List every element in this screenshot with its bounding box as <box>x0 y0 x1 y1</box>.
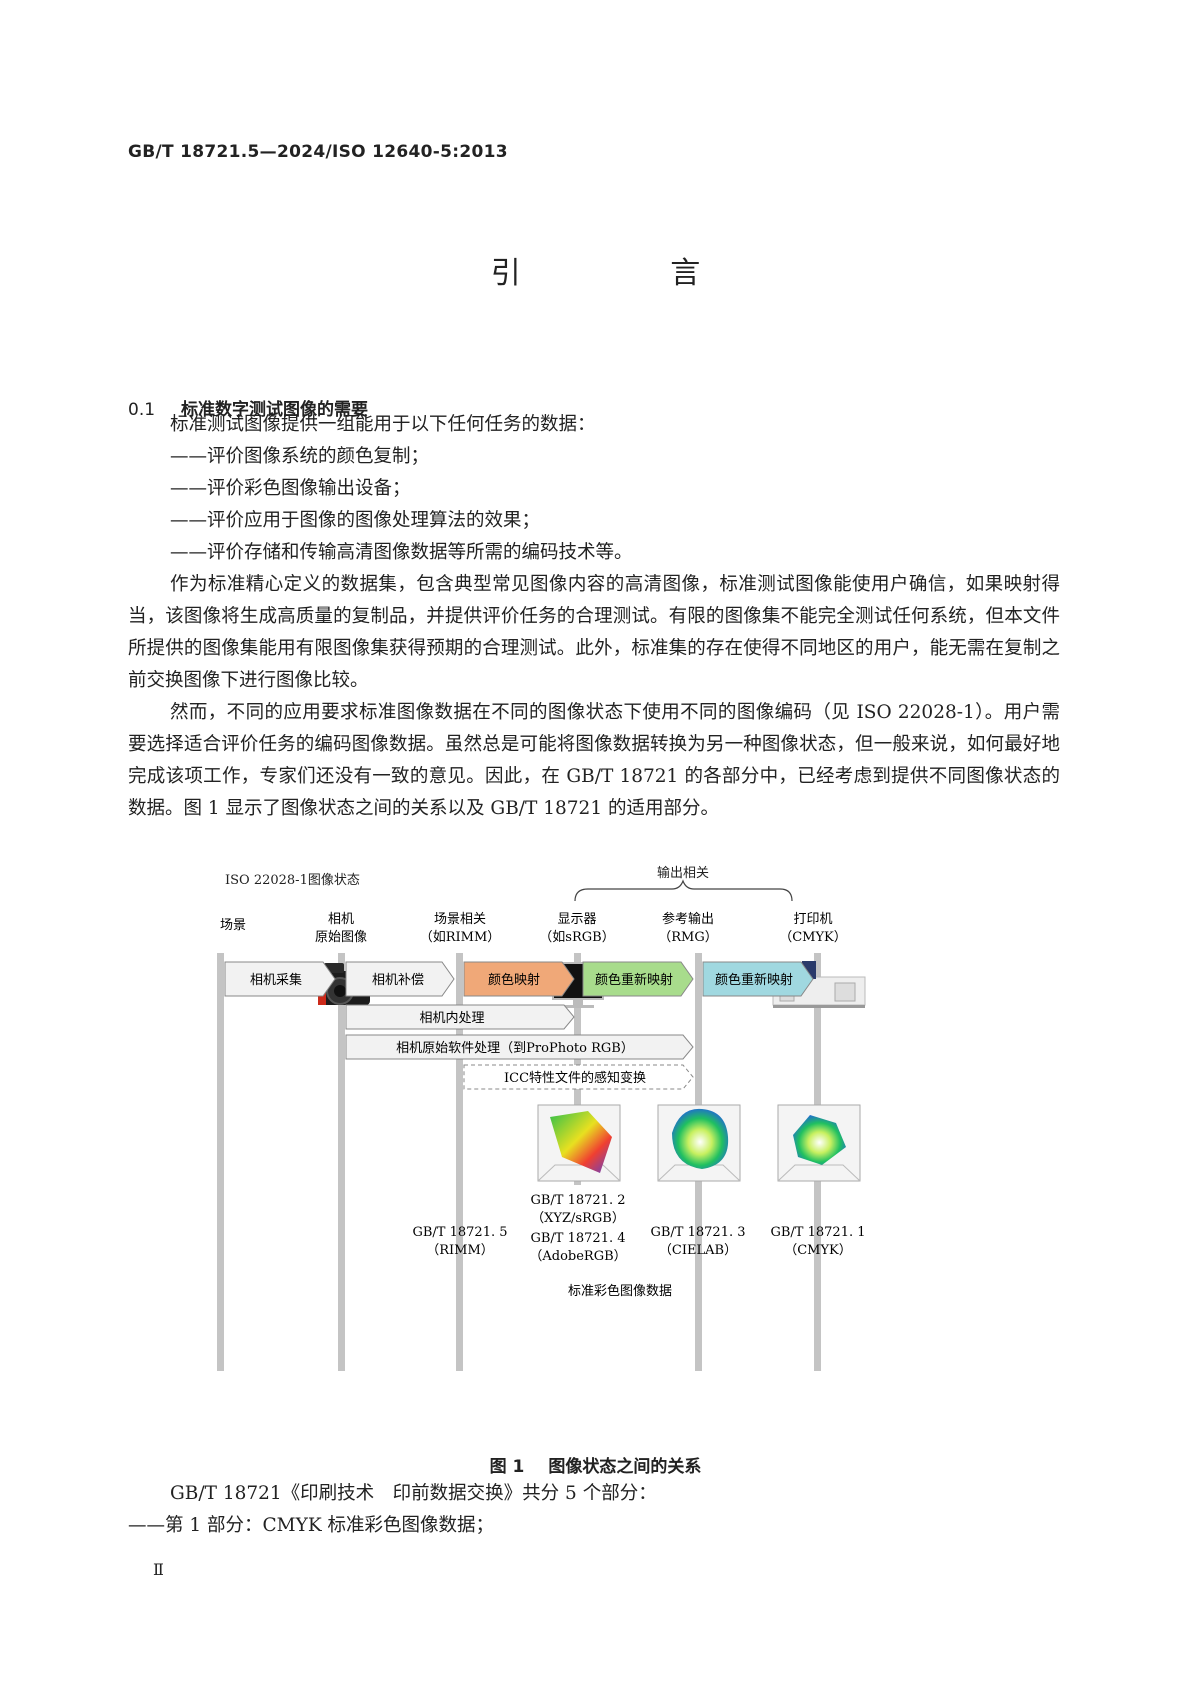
parts-intro: GB/T 18721《印刷技术 印前数据交换》共分 5 个部分： <box>170 1483 657 1504</box>
brace-label: 输出相关 <box>657 865 709 881</box>
task-item: ——评价应用于图像的图像处理算法的效果； <box>170 510 541 531</box>
part-label: （CIELAB） <box>659 1243 737 1258</box>
gamut-plot-cmyk <box>777 1104 861 1182</box>
column-header: 原始图像 <box>315 930 367 945</box>
gamut-plot-srgb <box>537 1104 621 1182</box>
part-label: GB/T 18721. 1 <box>770 1225 865 1240</box>
arrow-label: 颜色重新映射 <box>595 972 673 988</box>
section-title: 标准数字测试图像的需要 <box>181 400 369 420</box>
image-states-figure: ISO 22028-1图像状态 输出相关 场景 相机 原始图像 场景相关 （如R… <box>217 865 866 1371</box>
column-header: （如sRGB） <box>539 929 614 945</box>
part-label: GB/T 18721. 3 <box>650 1225 745 1240</box>
part-label: GB/T 18721. 5 <box>412 1225 507 1240</box>
figure-bottom-label: 标准彩色图像数据 <box>568 1283 672 1299</box>
part-labels: GB/T 18721. 5 （RIMM） GB/T 18721. 2 （XYZ/… <box>412 1193 865 1264</box>
page-title: 引 言 <box>490 256 771 291</box>
body-text-bottom: GB/T 18721《印刷技术 印前数据交换》共分 5 个部分： ——第 1 部… <box>128 1478 1060 1542</box>
column-header: 场景 <box>220 918 246 933</box>
arrow-shape <box>702 961 814 997</box>
lane-camera-raw <box>338 953 345 1371</box>
figure-caption-text: 图像状态之间的关系 <box>548 1457 702 1477</box>
part-label: （AdobeRGB） <box>529 1249 626 1264</box>
column-header: （RMG） <box>658 930 717 945</box>
body-paragraph: 然而，不同的应用要求标准图像数据在不同的图像状态下使用不同的图像编码（见 ISO… <box>128 702 1060 819</box>
bar-shape <box>345 1004 575 1030</box>
task-item: ——评价存储和传输高清图像数据等所需的编码技术等。 <box>170 542 633 563</box>
arrow-label: 相机补偿 <box>372 973 424 988</box>
gamut-frame-line <box>777 1164 861 1182</box>
part-label: （RIMM） <box>426 1243 494 1258</box>
gamut-plot-cielab <box>657 1104 741 1182</box>
in-camera-processing-bar: 相机内处理 <box>345 1004 575 1030</box>
task-item: ——评价图像系统的颜色复制； <box>170 446 430 467</box>
body-text-top: 标准测试图像提供一组能用于以下任何任务的数据： ——评价图像系统的颜色复制； —… <box>128 409 1060 825</box>
column-headers: 场景 相机 原始图像 场景相关 （如RIMM） 显示器 （如sRGB） 参考输出… <box>220 911 847 945</box>
gamut-shape <box>793 1115 846 1165</box>
icc-perceptual-transform-bar: ICC特性文件的感知变换 <box>463 1064 694 1090</box>
arrow-shape <box>582 961 694 997</box>
gamut-frame-line <box>537 1164 621 1182</box>
standard-number: GB/T 18721.5—2024/ISO 12640-5:2013 <box>128 142 508 162</box>
column-header: 相机 <box>328 912 354 927</box>
section-number: 0.1 <box>128 400 156 420</box>
column-header: 场景相关 <box>434 912 486 927</box>
arrow-color-mapping: 颜色映射 <box>463 961 575 997</box>
column-header: （如RIMM） <box>420 929 501 945</box>
gamut-shape <box>672 1108 729 1169</box>
figure-top-left-label: ISO 22028-1图像状态 <box>225 873 360 888</box>
bar-shape <box>463 1064 694 1090</box>
arrow-shape <box>463 961 575 997</box>
arrow-color-remapping: 颜色重新映射 <box>702 961 814 997</box>
arrow-shape <box>224 961 336 997</box>
bar-label: 相机原始软件处理（到ProPhoto RGB） <box>396 1041 634 1056</box>
lane-scene-referred <box>456 953 463 1371</box>
arrow-label: 颜色重新映射 <box>715 972 793 988</box>
figure-number: 图 1 <box>489 1457 525 1477</box>
part-label: （CMYK） <box>784 1243 852 1258</box>
arrow-label: 相机采集 <box>250 972 302 988</box>
task-item: ——评价彩色图像输出设备； <box>170 478 411 499</box>
output-brace <box>574 879 793 902</box>
bar-label: 相机内处理 <box>419 1010 484 1026</box>
part-label: GB/T 18721. 2 <box>530 1193 625 1208</box>
arrow-row: 相机采集 相机补偿 颜色映射 颜色重新映射 颜色重新映射 <box>224 961 814 997</box>
arrow-camera-capture: 相机采集 <box>224 961 336 997</box>
arrow-camera-compensation: 相机补偿 <box>345 961 455 997</box>
column-header: 显示器 <box>557 912 596 927</box>
part-label: GB/T 18721. 4 <box>530 1231 625 1246</box>
part-label: （XYZ/sRGB） <box>531 1211 625 1226</box>
lane-scene <box>217 953 224 1371</box>
column-header: （CMYK） <box>779 930 847 945</box>
section-heading: 0.1 标准数字测试图像的需要 <box>128 395 368 420</box>
arrow-shape <box>345 961 455 997</box>
column-header: 参考输出 <box>662 911 714 927</box>
intro-paragraph: 标准测试图像提供一组能用于以下任何任务的数据： <box>170 414 596 435</box>
arrow-label: 颜色映射 <box>488 972 540 988</box>
part-item: ——第 1 部分：CMYK 标准彩色图像数据； <box>128 1515 495 1536</box>
bar-label: ICC特性文件的感知变换 <box>504 1070 646 1086</box>
gamut-shape <box>550 1111 612 1173</box>
body-paragraph: 作为标准精心定义的数据集，包含典型常见图像内容的高清图像，标准测试图像能使用户确… <box>128 574 1060 691</box>
bar-shape <box>345 1034 694 1060</box>
page-number: Ⅱ <box>153 1560 164 1579</box>
arrow-color-remapping: 颜色重新映射 <box>582 961 694 997</box>
raw-software-processing-bar: 相机原始软件处理（到ProPhoto RGB） <box>345 1034 694 1060</box>
figure-caption: 图 1 图像状态之间的关系 <box>0 1452 1191 1477</box>
column-header: 打印机 <box>793 912 832 927</box>
